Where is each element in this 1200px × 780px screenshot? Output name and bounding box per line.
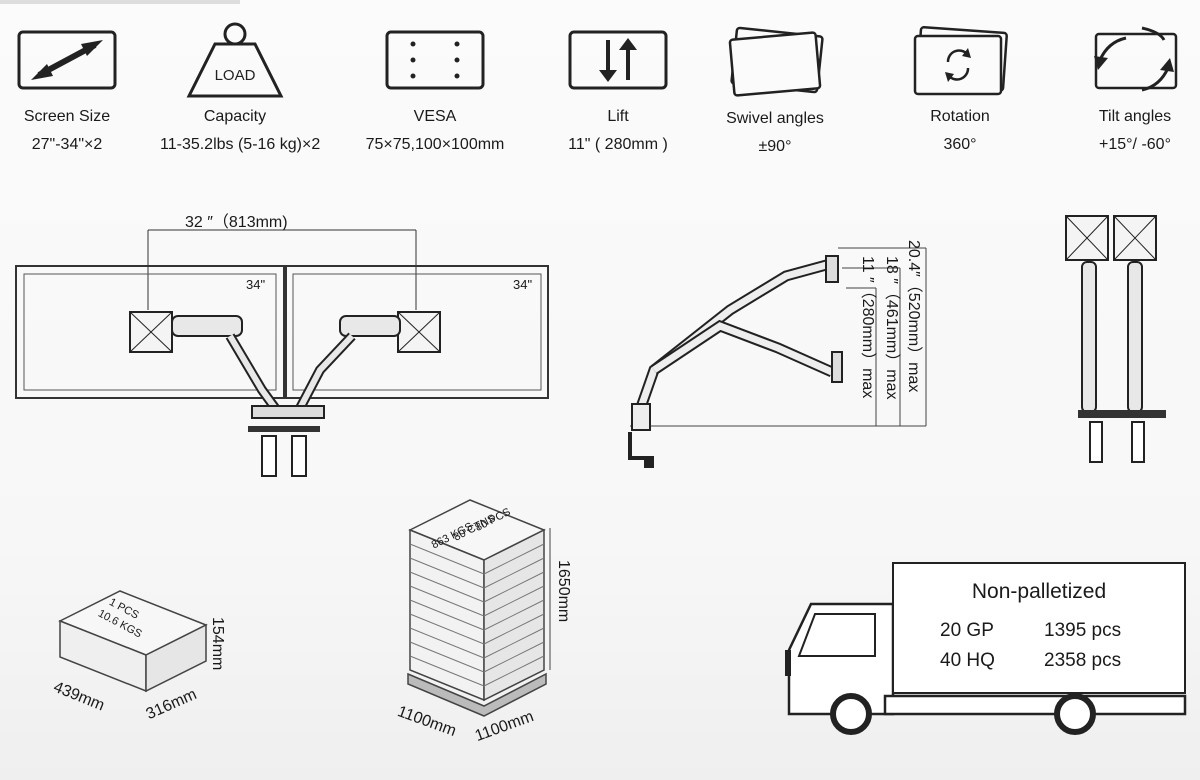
pallet-height: 1650mm bbox=[555, 560, 572, 623]
monitor-size-label-right: 34" bbox=[513, 277, 533, 292]
spec-tilt: Tilt angles +15°/ -60° bbox=[1060, 24, 1200, 154]
spec-name: Lift bbox=[607, 108, 629, 125]
lift-arrows-icon bbox=[543, 30, 693, 90]
spec-value: 360° bbox=[943, 136, 977, 153]
spec-value: 11" ( 280mm ) bbox=[568, 136, 668, 153]
height-dimension-low: 11 ″（280mm）max bbox=[859, 256, 876, 399]
side-view-drawing bbox=[628, 247, 927, 468]
spec-rotation: Rotation 360° bbox=[885, 24, 1035, 154]
spec-name: Screen Size bbox=[23, 108, 111, 125]
tilt-icon bbox=[1060, 24, 1200, 104]
truck-title: Non-palletized bbox=[971, 580, 1107, 603]
container-type: 20 GP bbox=[940, 620, 994, 641]
truck-capacity-panel: Non-palletized 20 GP 1395 pcs 40 HQ 2358… bbox=[892, 562, 1186, 694]
spec-vesa: VESA 75×75,100×100mm bbox=[360, 30, 510, 154]
load-label: LOAD bbox=[215, 67, 256, 84]
spec-value: 27"-34"×2 bbox=[31, 136, 103, 153]
carton-height: 154mm bbox=[209, 617, 226, 671]
diagonal-arrow-icon bbox=[0, 30, 142, 90]
container-type: 40 HQ bbox=[940, 650, 995, 671]
spec-name: Rotation bbox=[930, 108, 990, 125]
spec-capacity: LOAD Capacity 11-35.2lbs (5-16 kg)×2 bbox=[160, 22, 321, 154]
monitor-size-label-left: 34" bbox=[246, 277, 266, 292]
spec-screen-size: Screen Size 27"-34"×2 bbox=[0, 30, 142, 154]
spec-lift: Lift 11" ( 280mm ) bbox=[543, 30, 693, 154]
spec-name: Capacity bbox=[203, 108, 267, 125]
truck-drawing bbox=[785, 602, 1187, 735]
top-rule bbox=[0, 0, 240, 4]
spec-value: 75×75,100×100mm bbox=[365, 136, 505, 153]
height-dimension-mid: 18 ″（461mm）max bbox=[883, 256, 900, 400]
pallet-drawing bbox=[407, 499, 551, 717]
back-view-drawing bbox=[1065, 215, 1166, 463]
spec-value: 11-35.2lbs (5-16 kg)×2 bbox=[160, 136, 321, 153]
load-weight-icon: LOAD bbox=[160, 22, 310, 98]
spec-name: Tilt angles bbox=[1098, 108, 1172, 125]
rotation-icon bbox=[885, 24, 1035, 100]
spec-value: +15°/ -60° bbox=[1099, 136, 1171, 153]
spec-value: ±90° bbox=[758, 138, 792, 155]
container-qty: 1395 pcs bbox=[1044, 620, 1122, 641]
spec-swivel: Swivel angles ±90° bbox=[700, 22, 850, 156]
width-dimension-label: 32 ″（813mm) bbox=[185, 214, 288, 231]
swivel-icon bbox=[700, 22, 850, 102]
front-view-drawing bbox=[15, 229, 549, 477]
spec-name: Swivel angles bbox=[726, 110, 824, 127]
vesa-holes-icon bbox=[360, 30, 510, 90]
carton-box-drawing bbox=[58, 590, 208, 693]
container-qty: 2358 pcs bbox=[1044, 650, 1122, 671]
height-dimension-total: 20.4″（520mm）max bbox=[905, 240, 922, 393]
spec-name: VESA bbox=[413, 108, 457, 125]
